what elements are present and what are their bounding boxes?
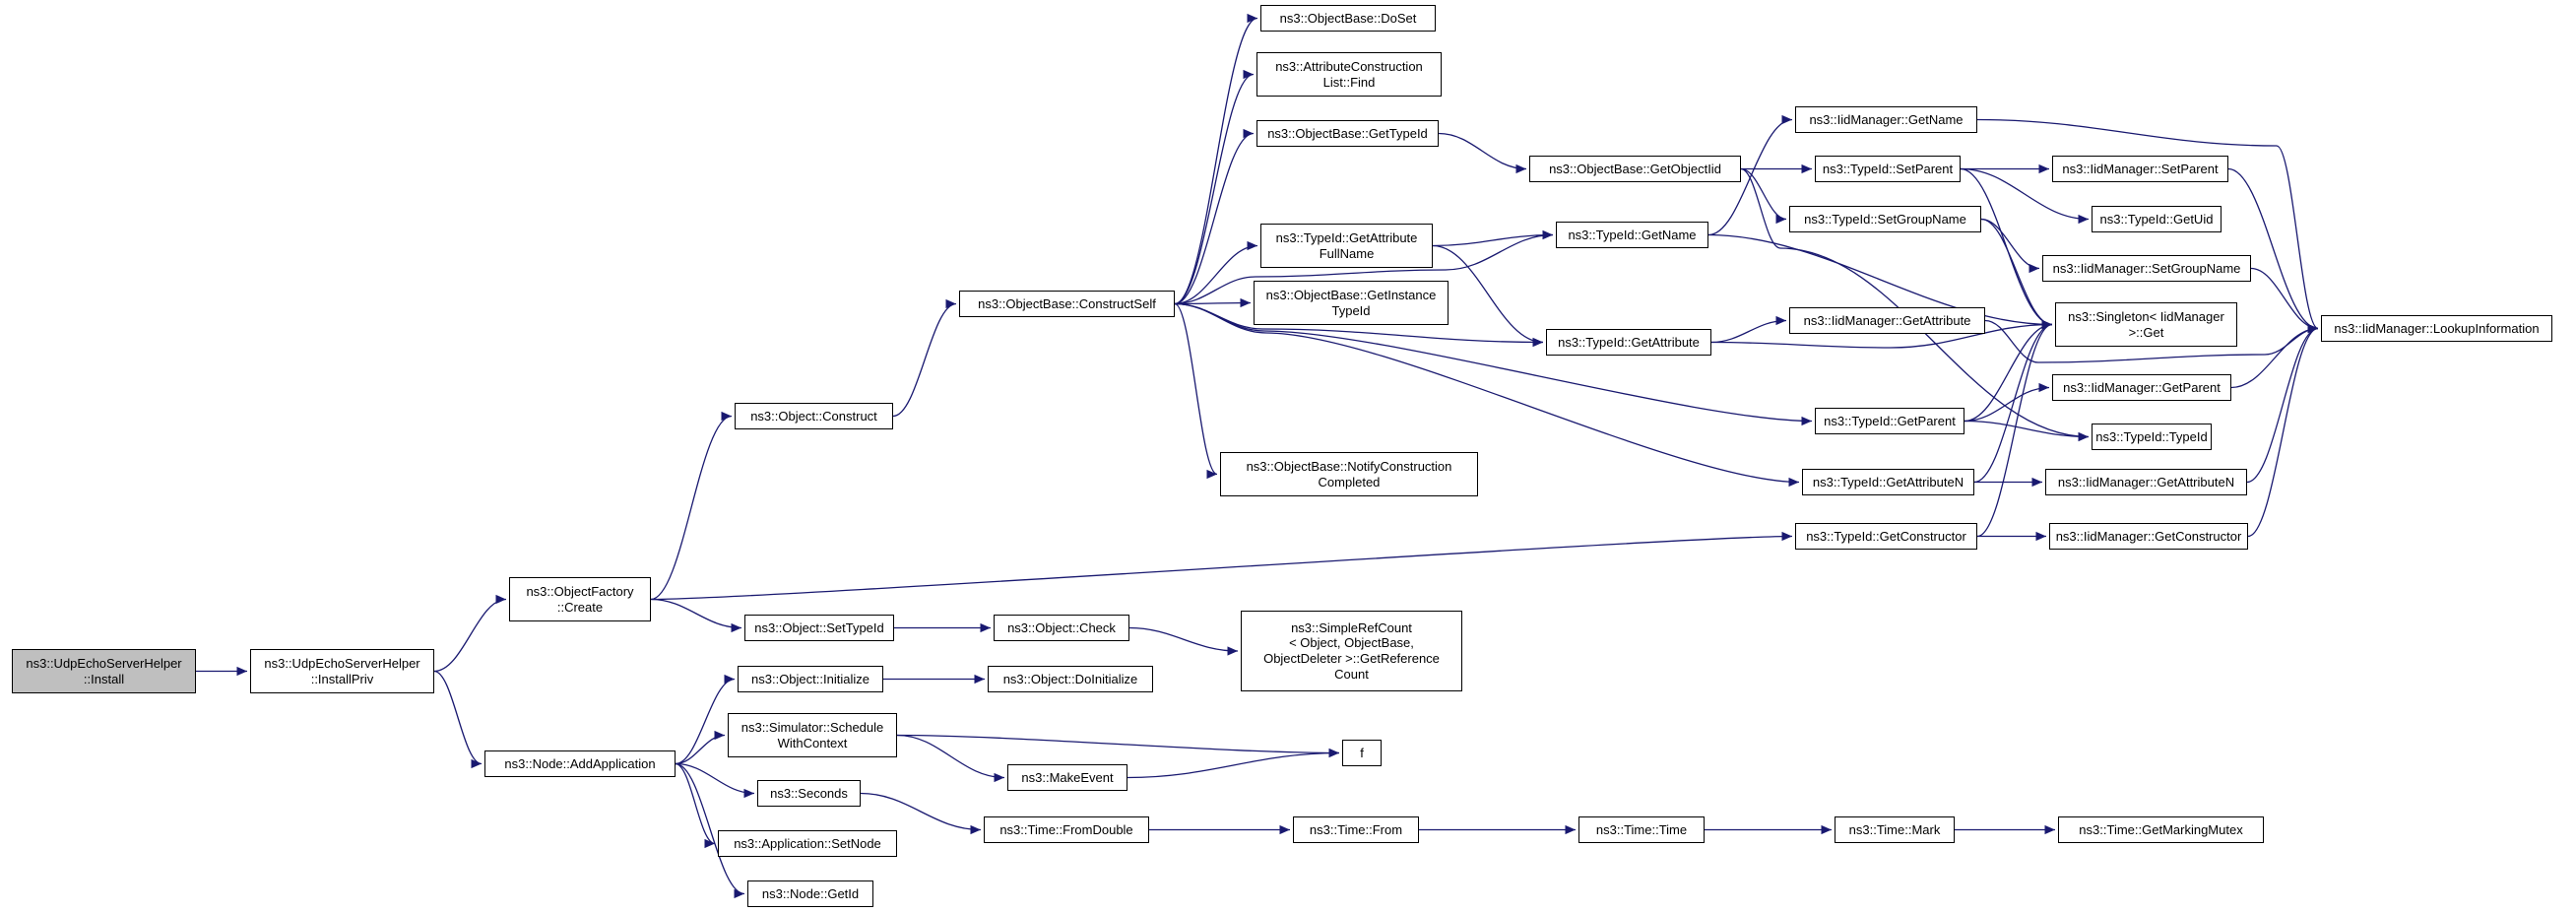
graph-node-node-get-id[interactable]: ns3::Node::GetId bbox=[747, 880, 873, 907]
graph-node-make-event[interactable]: ns3::MakeEvent bbox=[1007, 764, 1127, 791]
graph-node-attr-construction-list-find[interactable]: ns3::AttributeConstruction List::Find bbox=[1256, 52, 1442, 97]
graph-node-get-object-iid[interactable]: ns3::ObjectBase::GetObjectIid bbox=[1529, 156, 1741, 182]
graph-node-iid-get-attribute-n[interactable]: ns3::IidManager::GetAttributeN bbox=[2045, 469, 2247, 495]
edge-seconds-to-time-from-double bbox=[860, 792, 982, 835]
edge-type-id-get-constructor-to-singleton-get bbox=[1976, 319, 2053, 538]
edge-get-attribute-full-name-to-type-id-get-name bbox=[1432, 229, 1554, 247]
edge-construct-self-to-notify-construction-completed bbox=[1174, 302, 1218, 480]
edge-simulator-schedule-with-context-to-f bbox=[896, 734, 1340, 758]
edge-get-object-iid-to-type-id-set-group-name bbox=[1740, 167, 1787, 225]
graph-node-f[interactable]: f bbox=[1342, 740, 1382, 766]
edge-make-event-to-f bbox=[1127, 748, 1340, 779]
graph-node-time-get-marking-mutex[interactable]: ns3::Time::GetMarkingMutex bbox=[2058, 816, 2264, 843]
graph-node-singleton-get[interactable]: ns3::Singleton< IidManager >::Get bbox=[2055, 302, 2237, 347]
edge-type-id-get-attribute-to-singleton-get bbox=[1710, 319, 2053, 349]
graph-node-node-add-application[interactable]: ns3::Node::AddApplication bbox=[484, 750, 676, 777]
edges-group bbox=[196, 13, 2319, 899]
edge-type-id-get-attribute-to-iid-get-attribute bbox=[1710, 315, 1787, 344]
graph-node-get-attribute-full-name[interactable]: ns3::TypeId::GetAttribute FullName bbox=[1260, 224, 1433, 268]
edge-object-factory-create-to-type-id-get-constructor bbox=[650, 531, 1793, 601]
graph-node-iid-set-parent[interactable]: ns3::IidManager::SetParent bbox=[2052, 156, 2228, 182]
graph-node-time-mark[interactable]: ns3::Time::Mark bbox=[1835, 816, 1955, 843]
graph-node-install-priv[interactable]: ns3::UdpEchoServerHelper ::InstallPriv bbox=[250, 649, 434, 693]
graph-node-application-set-node[interactable]: ns3::Application::SetNode bbox=[718, 830, 897, 857]
graph-node-type-id-get-parent[interactable]: ns3::TypeId::GetParent bbox=[1815, 408, 1964, 434]
graph-node-type-id-get-uid[interactable]: ns3::TypeId::GetUid bbox=[2092, 206, 2222, 232]
edge-construct-self-to-attr-construction-list-find bbox=[1174, 69, 1255, 305]
edge-object-construct-to-construct-self bbox=[892, 298, 957, 418]
graph-node-type-id-get-attribute-n[interactable]: ns3::TypeId::GetAttributeN bbox=[1802, 469, 1974, 495]
edge-iid-set-parent-to-lookup-information bbox=[2227, 167, 2319, 334]
edge-construct-self-to-do-set bbox=[1174, 13, 1258, 305]
edge-node-add-application-to-object-initialize bbox=[675, 674, 736, 765]
edge-iid-get-parent-to-lookup-information bbox=[2230, 323, 2319, 389]
graph-node-type-id-get-constructor[interactable]: ns3::TypeId::GetConstructor bbox=[1795, 523, 1977, 550]
edge-get-object-iid-to-type-id-type-id bbox=[1740, 167, 2090, 442]
edge-object-base-get-type-id-to-get-object-iid bbox=[1438, 132, 1527, 174]
graph-node-do-set[interactable]: ns3::ObjectBase::DoSet bbox=[1260, 5, 1436, 32]
edge-type-id-get-parent-to-iid-get-parent bbox=[1964, 382, 2050, 423]
edge-install-priv-to-object-factory-create bbox=[433, 594, 507, 673]
graph-node-iid-set-group-name[interactable]: ns3::IidManager::SetGroupName bbox=[2042, 255, 2251, 282]
edge-iid-set-group-name-to-lookup-information bbox=[2250, 267, 2319, 334]
graph-node-time-from[interactable]: ns3::Time::From bbox=[1293, 816, 1419, 843]
edge-install-priv-to-node-add-application bbox=[433, 670, 483, 769]
graph-node-type-id-set-group-name[interactable]: ns3::TypeId::SetGroupName bbox=[1789, 206, 1981, 232]
graph-node-type-id-get-name[interactable]: ns3::TypeId::GetName bbox=[1556, 222, 1708, 248]
graph-node-object-factory-create[interactable]: ns3::ObjectFactory ::Create bbox=[509, 577, 651, 621]
graph-node-iid-get-name[interactable]: ns3::IidManager::GetName bbox=[1795, 106, 1977, 133]
edge-type-id-get-name-to-singleton-get bbox=[1707, 233, 2053, 330]
graph-node-simulator-schedule-with-context[interactable]: ns3::Simulator::Schedule WithContext bbox=[728, 713, 897, 757]
edge-node-add-application-to-application-set-node bbox=[675, 762, 716, 849]
edge-node-add-application-to-node-get-id bbox=[675, 762, 745, 899]
graph-node-iid-get-constructor[interactable]: ns3::IidManager::GetConstructor bbox=[2049, 523, 2248, 550]
graph-node-object-do-initialize[interactable]: ns3::Object::DoInitialize bbox=[988, 666, 1153, 692]
edge-iid-get-constructor-to-lookup-information bbox=[2247, 323, 2319, 538]
edge-construct-self-to-type-id-get-name bbox=[1174, 229, 1554, 305]
graph-node-object-set-type-id[interactable]: ns3::Object::SetTypeId bbox=[744, 615, 894, 641]
edge-get-attribute-full-name-to-type-id-get-attribute bbox=[1432, 244, 1544, 348]
graph-node-get-reference-count[interactable]: ns3::SimpleRefCount < Object, ObjectBase… bbox=[1241, 611, 1462, 691]
graph-node-type-id-type-id[interactable]: ns3::TypeId::TypeId bbox=[2092, 424, 2212, 450]
edge-type-id-set-group-name-to-singleton-get bbox=[1980, 218, 2053, 330]
edge-construct-self-to-object-base-get-type-id bbox=[1174, 128, 1255, 305]
graph-node-lookup-information[interactable]: ns3::IidManager::LookupInformation bbox=[2321, 315, 2552, 342]
graph-node-object-check[interactable]: ns3::Object::Check bbox=[994, 615, 1129, 641]
graph-node-iid-get-attribute[interactable]: ns3::IidManager::GetAttribute bbox=[1789, 307, 1985, 334]
edge-type-id-get-parent-to-type-id-type-id bbox=[1964, 420, 2090, 442]
graph-node-object-initialize[interactable]: ns3::Object::Initialize bbox=[738, 666, 883, 692]
graph-node-notify-construction-completed[interactable]: ns3::ObjectBase::NotifyConstruction Comp… bbox=[1220, 452, 1478, 496]
graph-node-time-from-double[interactable]: ns3::Time::FromDouble bbox=[984, 816, 1149, 843]
edge-type-id-set-parent-to-type-id-get-uid bbox=[1960, 167, 2090, 225]
graph-node-object-construct[interactable]: ns3::Object::Construct bbox=[735, 403, 893, 429]
edge-type-id-get-name-to-iid-get-name bbox=[1707, 114, 1793, 236]
graph-node-get-instance-type-id[interactable]: ns3::ObjectBase::GetInstance TypeId bbox=[1254, 281, 1449, 325]
graph-node-install: ns3::UdpEchoServerHelper ::Install bbox=[12, 649, 196, 693]
graph-node-type-id-set-parent[interactable]: ns3::TypeId::SetParent bbox=[1815, 156, 1961, 182]
edge-type-id-get-parent-to-singleton-get bbox=[1964, 319, 2053, 423]
edge-node-add-application-to-simulator-schedule-with-context bbox=[675, 730, 726, 765]
edge-simulator-schedule-with-context-to-make-event bbox=[896, 734, 1005, 783]
graph-node-object-base-get-type-id[interactable]: ns3::ObjectBase::GetTypeId bbox=[1256, 120, 1439, 147]
edge-node-add-application-to-seconds bbox=[675, 762, 755, 799]
edge-construct-self-to-get-attribute-full-name bbox=[1174, 240, 1258, 305]
graph-node-iid-get-parent[interactable]: ns3::IidManager::GetParent bbox=[2052, 374, 2231, 401]
edge-object-factory-create-to-object-set-type-id bbox=[650, 598, 742, 633]
edge-type-id-get-attribute-n-to-singleton-get bbox=[1973, 319, 2053, 484]
graph-node-type-id-get-attribute[interactable]: ns3::TypeId::GetAttribute bbox=[1546, 329, 1711, 356]
graph-node-construct-self[interactable]: ns3::ObjectBase::ConstructSelf bbox=[959, 291, 1175, 317]
edge-object-check-to-get-reference-count bbox=[1128, 626, 1239, 656]
edge-object-factory-create-to-object-construct bbox=[650, 411, 733, 601]
graph-node-time-time[interactable]: ns3::Time::Time bbox=[1578, 816, 1705, 843]
graph-node-seconds[interactable]: ns3::Seconds bbox=[757, 780, 861, 807]
edge-construct-self-to-type-id-get-attribute-n bbox=[1174, 302, 1800, 488]
edge-iid-get-name-to-lookup-information bbox=[1976, 118, 2319, 334]
edge-iid-get-attribute-n-to-lookup-information bbox=[2246, 323, 2319, 484]
